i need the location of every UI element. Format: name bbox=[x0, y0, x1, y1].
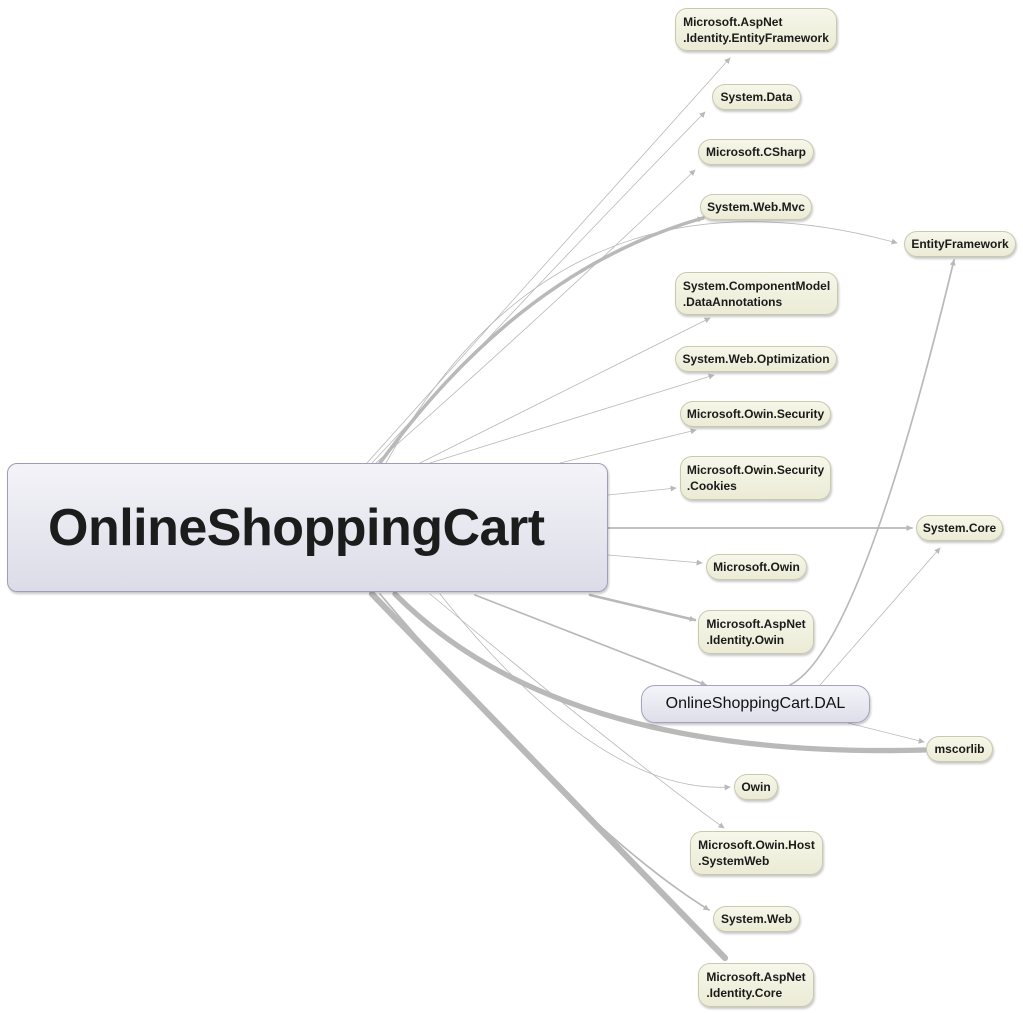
node-microsoft-owin-security-cookies[interactable]: Microsoft.Owin.Security .Cookies bbox=[680, 456, 831, 500]
edge-main-to-dal bbox=[474, 594, 707, 686]
node-microsoft-owin-security[interactable]: Microsoft.Owin.Security bbox=[680, 401, 831, 427]
edge-main-to-entityframework bbox=[385, 221, 898, 464]
edge-dal-to-system_core bbox=[819, 547, 941, 686]
node-microsoft-owin-host-systemweb[interactable]: Microsoft.Owin.Host .SystemWeb bbox=[690, 831, 823, 875]
edge-main-to-owin_security bbox=[559, 428, 697, 464]
node-owin[interactable]: Owin bbox=[734, 774, 778, 800]
edge-dal-to-mscorlib bbox=[847, 722, 925, 744]
node-system-componentmodel-dataannotations[interactable]: System.ComponentModel .DataAnnotations bbox=[675, 272, 838, 315]
edge-main-to-owin bbox=[439, 593, 731, 791]
node-microsoft-aspnet-identity-entityframework[interactable]: Microsoft.AspNet .Identity.EntityFramewo… bbox=[675, 8, 837, 51]
edge-main-to-ms_owin bbox=[607, 554, 703, 566]
node-system-web-mvc[interactable]: System.Web.Mvc bbox=[700, 194, 812, 220]
edge-main-to-owin_security_cookies bbox=[607, 485, 677, 496]
edge-main-to-owin_host_systemweb bbox=[429, 593, 725, 829]
node-onlineshoppingcart[interactable]: OnlineShoppingCart bbox=[7, 463, 608, 592]
edge-main-to-system_web_optimization bbox=[429, 373, 715, 464]
node-system-data[interactable]: System.Data bbox=[712, 84, 801, 110]
edge-main-to-system_web_mvc bbox=[378, 216, 705, 465]
node-system-web[interactable]: System.Web bbox=[713, 906, 800, 932]
node-microsoft-aspnet-identity-owin[interactable]: Microsoft.AspNet .Identity.Owin bbox=[698, 610, 814, 654]
edge-main-to-aspnet_identity_ef bbox=[366, 57, 731, 464]
edge-dal-to-entityframework bbox=[789, 259, 956, 686]
edge-main-to-ms_csharp bbox=[375, 169, 696, 464]
node-mscorlib[interactable]: mscorlib bbox=[926, 736, 993, 762]
node-onlineshoppingcart-dal[interactable]: OnlineShoppingCart.DAL bbox=[641, 685, 870, 723]
node-system-core[interactable]: System.Core bbox=[916, 515, 1003, 541]
node-microsoft-csharp[interactable]: Microsoft.CSharp bbox=[698, 139, 814, 165]
edge-main-to-mscorlib bbox=[392, 591, 928, 754]
edge-main-to-system_web bbox=[379, 593, 710, 911]
edge-main-to-aspnet_identity_core bbox=[368, 590, 729, 962]
node-system-web-optimization[interactable]: System.Web.Optimization bbox=[675, 346, 837, 372]
node-entityframework[interactable]: EntityFramework bbox=[904, 231, 1016, 257]
edge-main-to-system_componentmodel bbox=[419, 317, 711, 464]
edge-main-to-aspnet_identity_owin bbox=[588, 593, 697, 622]
node-microsoft-owin[interactable]: Microsoft.Owin bbox=[706, 554, 807, 580]
node-microsoft-aspnet-identity-core[interactable]: Microsoft.AspNet .Identity.Core bbox=[698, 963, 814, 1007]
